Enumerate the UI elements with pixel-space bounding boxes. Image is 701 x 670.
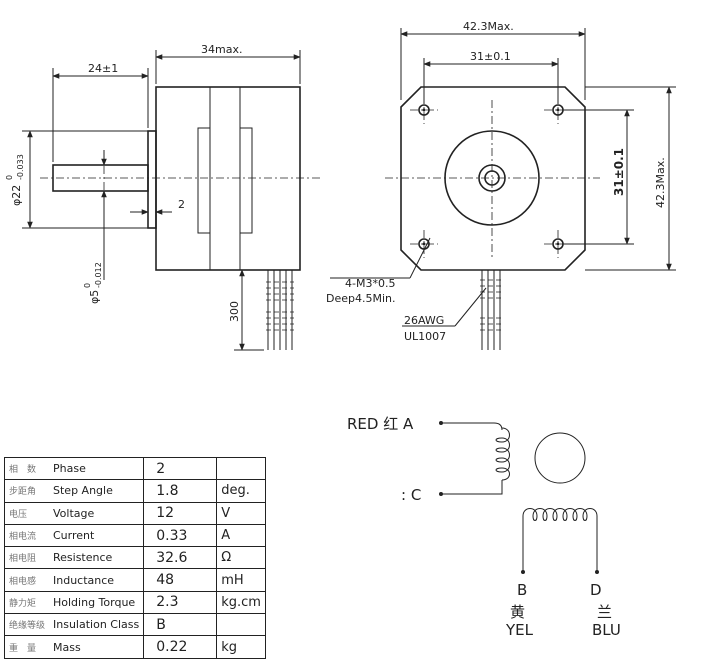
spec-en-label: Insulation Class bbox=[51, 613, 145, 637]
spec-value: 0.33 bbox=[143, 523, 218, 548]
hole-spacing-v-label: 31±0.1 bbox=[612, 148, 626, 196]
spec-value: B bbox=[143, 613, 218, 637]
height-max-label: 42.3Max. bbox=[654, 157, 667, 208]
spec-value: 1.8 bbox=[143, 479, 218, 503]
spec-cn-label: 重 量 bbox=[4, 635, 51, 659]
side-view: 24±1 34max. 2 φ22 0 -0.033 φ5 0 -0.012 bbox=[5, 43, 320, 351]
front-view: 42.3Max. 31±0.1 31±0.1 42.3Max. 4-M3*0.5… bbox=[326, 20, 676, 350]
d-terminal-label: D bbox=[590, 581, 602, 599]
spec-cn-label: 相电感 bbox=[4, 568, 51, 592]
shaft-tol-upper: 0 bbox=[83, 283, 92, 288]
spec-en-label: Mass bbox=[51, 635, 145, 659]
spec-en-label: Phase bbox=[51, 456, 145, 481]
mounting-holes bbox=[418, 104, 564, 250]
screw-spec-label: 4-M3*0.5 bbox=[345, 277, 395, 290]
hole-spacing-h-label: 31±0.1 bbox=[470, 50, 511, 63]
body-inner-profile bbox=[197, 87, 211, 270]
wiring-diagram: RED 红 A : C B D 黄 兰 YEL BLU bbox=[347, 415, 621, 639]
spec-en-label: Resistence bbox=[51, 546, 145, 570]
spec-cn-label: 相电流 bbox=[4, 523, 51, 548]
spec-en-label: Holding Torque bbox=[51, 590, 145, 615]
spec-en-label: Voltage bbox=[51, 501, 145, 525]
motor-body-outline bbox=[155, 86, 301, 271]
front-face-outline bbox=[400, 86, 586, 271]
lead-wires-front bbox=[480, 270, 502, 350]
yel-cn-label: 黄 bbox=[510, 603, 525, 621]
spec-unit: mH bbox=[216, 568, 267, 592]
spec-en-label: Inductance bbox=[51, 568, 145, 592]
coil-a bbox=[495, 427, 510, 481]
rotor-symbol bbox=[534, 432, 586, 484]
spec-unit: kg bbox=[216, 635, 267, 659]
c-terminal-label: : C bbox=[401, 486, 421, 504]
spec-value: 2.3 bbox=[143, 590, 218, 615]
coil-a-lead-top bbox=[441, 422, 503, 431]
blu-label: BLU bbox=[592, 621, 621, 639]
flange-tol-upper: 0 bbox=[5, 175, 14, 180]
spec-unit bbox=[216, 456, 267, 481]
coil-a-lead-bottom bbox=[441, 480, 503, 495]
spec-en-label: Current bbox=[51, 523, 145, 548]
shaft-tol-lower: -0.012 bbox=[94, 262, 103, 288]
spec-cn-label: 静力矩 bbox=[4, 590, 51, 615]
width-max-label: 42.3Max. bbox=[463, 20, 514, 33]
flange-thickness-label: 2 bbox=[178, 198, 185, 211]
red-a-label: RED 红 A bbox=[347, 415, 414, 433]
wire-type-label: UL1007 bbox=[404, 330, 446, 343]
spec-cn-label: 绝缘等级 bbox=[4, 613, 51, 637]
spec-en-label: Step Angle bbox=[51, 479, 145, 503]
b-terminal-label: B bbox=[517, 581, 527, 599]
body-length-label: 34max. bbox=[201, 43, 242, 56]
spec-unit: deg. bbox=[216, 479, 267, 503]
spec-value: 32.6 bbox=[143, 546, 218, 570]
spec-unit: A bbox=[216, 523, 267, 548]
spec-unit: V bbox=[216, 501, 267, 525]
spec-value: 12 bbox=[143, 501, 218, 525]
spec-cn-label: 相 数 bbox=[4, 456, 51, 481]
spec-cn-label: 电压 bbox=[4, 501, 51, 525]
spec-value: 48 bbox=[143, 568, 218, 592]
spec-unit: Ω bbox=[216, 546, 267, 570]
shaft-diameter-label: φ5 bbox=[88, 290, 101, 304]
flange-tol-lower: -0.033 bbox=[16, 154, 25, 180]
spec-cn-label: 步距角 bbox=[4, 479, 51, 503]
spec-value: 0.22 bbox=[143, 635, 218, 659]
flange bbox=[147, 130, 157, 229]
coil-b bbox=[522, 508, 598, 521]
flange-diameter-label: φ22 bbox=[10, 185, 23, 206]
wire-gauge-label: 26AWG bbox=[404, 314, 444, 327]
spec-unit: kg.cm bbox=[216, 590, 267, 615]
screw-depth-label: Deep4.5Min. bbox=[326, 292, 396, 305]
spec-cn-label: 相电阻 bbox=[4, 546, 51, 570]
blu-cn-label: 兰 bbox=[597, 603, 612, 621]
spec-unit bbox=[216, 613, 267, 637]
yel-label: YEL bbox=[505, 621, 534, 639]
lead-wires-side bbox=[266, 270, 294, 350]
spec-value: 2 bbox=[143, 456, 218, 481]
lead-length-label: 300 bbox=[228, 301, 241, 322]
shaft-length-label: 24±1 bbox=[88, 62, 118, 75]
